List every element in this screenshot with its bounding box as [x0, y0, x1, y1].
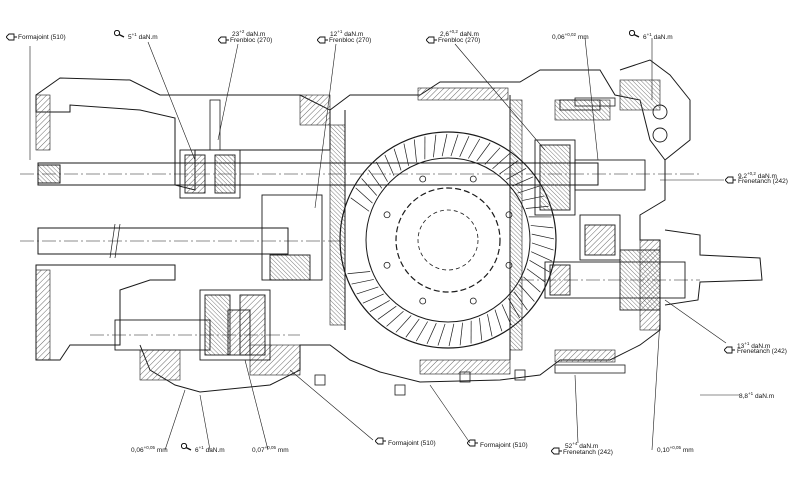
upper-input-shaft — [20, 162, 700, 186]
label-torque-92: 9,2+0,2 daN.m — [738, 171, 777, 180]
wrench-icon — [629, 30, 640, 38]
sealant-tube-icon — [725, 176, 737, 184]
crown-wheel — [339, 131, 557, 349]
label-frenetanch-13: Frenetanch (242) — [737, 348, 787, 355]
label-frenbloc-12: Frenbloc (270) — [329, 37, 372, 44]
label-clearance-top: 0,06+0,02 mm — [552, 32, 589, 41]
wrench-icon — [181, 443, 192, 451]
label-frenetanch-52: Frenetanch (242) — [563, 449, 613, 456]
sealant-tube-icon — [467, 439, 479, 447]
studs — [209, 97, 626, 396]
label-torque-5: 5+1 daN.m — [128, 32, 158, 41]
crown-wheel-bolt-hole — [419, 175, 427, 183]
left-gear-cluster — [90, 149, 323, 361]
sealant-tube-icon — [375, 437, 387, 445]
lower-output-shaft — [20, 223, 345, 259]
crown-wheel-bolt-hole — [469, 175, 477, 183]
right-pinion-assembly — [520, 99, 700, 311]
crown-wheel-bolt-hole — [505, 261, 513, 269]
label-frenbloc-23: Frenbloc (270) — [230, 37, 273, 44]
label-clearance-bm: 0,07+0,05 mm — [252, 445, 289, 454]
label-formajoint-b1: Formajoint (510) — [388, 440, 436, 447]
label-torque-88: 8,8+1 daN.m — [739, 391, 775, 400]
label-torque-23: 23+2 daN.m — [232, 29, 266, 38]
label-torque-12: 12+1 daN.m — [330, 29, 364, 38]
label-clearance-br: 0,10+0,05 mm — [657, 445, 694, 454]
sealant-tube-icon — [551, 447, 563, 455]
label-formajoint-top: Formajoint (510) — [18, 34, 66, 41]
sealant-tube-icon — [724, 346, 736, 354]
label-torque-52: 52+4 daN.m — [565, 441, 599, 450]
label-clearance-bl: 0,06+0,05 mm — [131, 445, 168, 454]
label-frenbloc-26: Frenbloc (270) — [438, 37, 481, 44]
crown-wheel-bolt-hole — [419, 297, 427, 305]
crown-wheel-bolt-hole — [383, 261, 391, 269]
label-formajoint-b2: Formajoint (510) — [480, 442, 528, 449]
crown-wheel-bolt-hole — [505, 211, 513, 219]
sealant-tube-icon — [317, 36, 329, 44]
label-frenetanch-92: Frenetanch (242) — [738, 178, 788, 185]
wrench-icon — [114, 30, 125, 38]
label-torque-13: 13+1 daN.m — [737, 341, 771, 350]
label-torque-26: 2,6+0,2 daN.m — [440, 29, 479, 38]
crown-wheel-bolt-hole — [383, 211, 391, 219]
sealant-tube-icon — [6, 33, 18, 41]
label-torque-6b: 6+1 daN.m — [195, 445, 225, 454]
sealant-tube-icon — [218, 36, 230, 44]
sealant-tube-icon — [426, 36, 438, 44]
leader-lines — [29, 37, 740, 451]
label-torque-6: 6+1 daN.m — [643, 32, 673, 41]
crown-wheel-bolt-hole — [469, 297, 477, 305]
